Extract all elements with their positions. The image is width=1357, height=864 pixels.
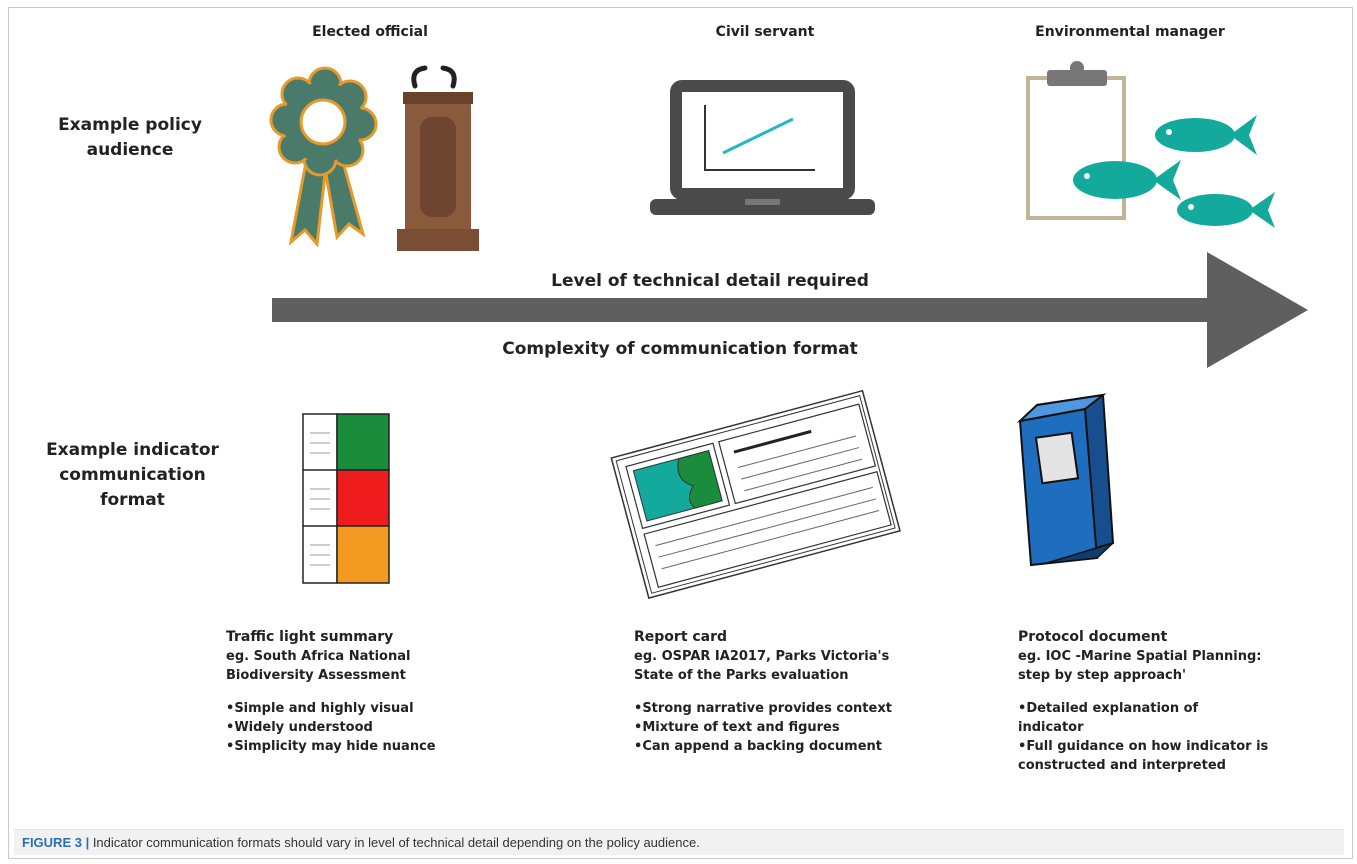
audience-label-civil-servant: Civil servant [715, 24, 815, 40]
caption-text: Indicator communication formats should v… [89, 835, 700, 850]
format-example: eg. South Africa National Biodiversity A… [226, 649, 411, 683]
figure-caption: FIGURE 3 | Indicator communication forma… [14, 829, 1344, 855]
arrow-label-communication-complexity: Complexity of communication format [502, 339, 858, 359]
format-point: Full guidance on how indicator is constr… [1018, 737, 1328, 775]
format-point: Detailed explanation of indicator [1018, 699, 1328, 737]
report-card-icon [610, 389, 901, 600]
binder-icon [1016, 393, 1115, 567]
format-points: Simple and highly visual Widely understo… [226, 699, 466, 756]
format-point: Mixture of text and figures [634, 718, 934, 737]
format-title: Protocol document [1018, 629, 1168, 645]
format-points: Detailed explanation of indicator Full g… [1018, 699, 1328, 775]
laptop-chart-icon [650, 80, 875, 215]
format-column-report-card: Report card eg. OSPAR IA2017, Parks Vict… [634, 628, 934, 756]
format-point: Can append a backing document [634, 737, 934, 756]
clipboard-fish-icon [1026, 61, 1275, 228]
figure-label: FIGURE 3 | [22, 835, 90, 850]
audience-label-elected-official: Elected official [312, 24, 428, 40]
arrow-label-technical-detail: Level of technical detail required [551, 271, 869, 291]
podium-icon [397, 65, 479, 251]
rosette-icon [269, 66, 378, 248]
format-point: Strong narrative provides context [634, 699, 934, 718]
format-title: Traffic light summary [226, 629, 394, 645]
traffic-light-table-icon [302, 413, 390, 584]
row-label-policy-audience: Example policy audience [58, 115, 202, 160]
format-title: Report card [634, 629, 728, 645]
row-label-communication-format: Example indicator communication format [46, 440, 219, 510]
figure-frame [8, 7, 1353, 859]
rosette-and-podium-icon [269, 65, 479, 251]
format-example: eg. IOC -Marine Spatial Planning: step b… [1018, 649, 1262, 683]
format-point: Widely understood [226, 718, 466, 737]
format-column-protocol-document: Protocol document eg. IOC -Marine Spatia… [1018, 628, 1328, 775]
format-point: Simplicity may hide nuance [226, 737, 466, 756]
complexity-arrow [272, 252, 1308, 368]
audience-label-environmental-manager: Environmental manager [1035, 24, 1225, 40]
format-example: eg. OSPAR IA2017, Parks Victoria's State… [634, 649, 890, 683]
format-points: Strong narrative provides context Mixtur… [634, 699, 934, 756]
format-point: Simple and highly visual [226, 699, 466, 718]
format-column-traffic-light: Traffic light summary eg. South Africa N… [226, 628, 466, 756]
